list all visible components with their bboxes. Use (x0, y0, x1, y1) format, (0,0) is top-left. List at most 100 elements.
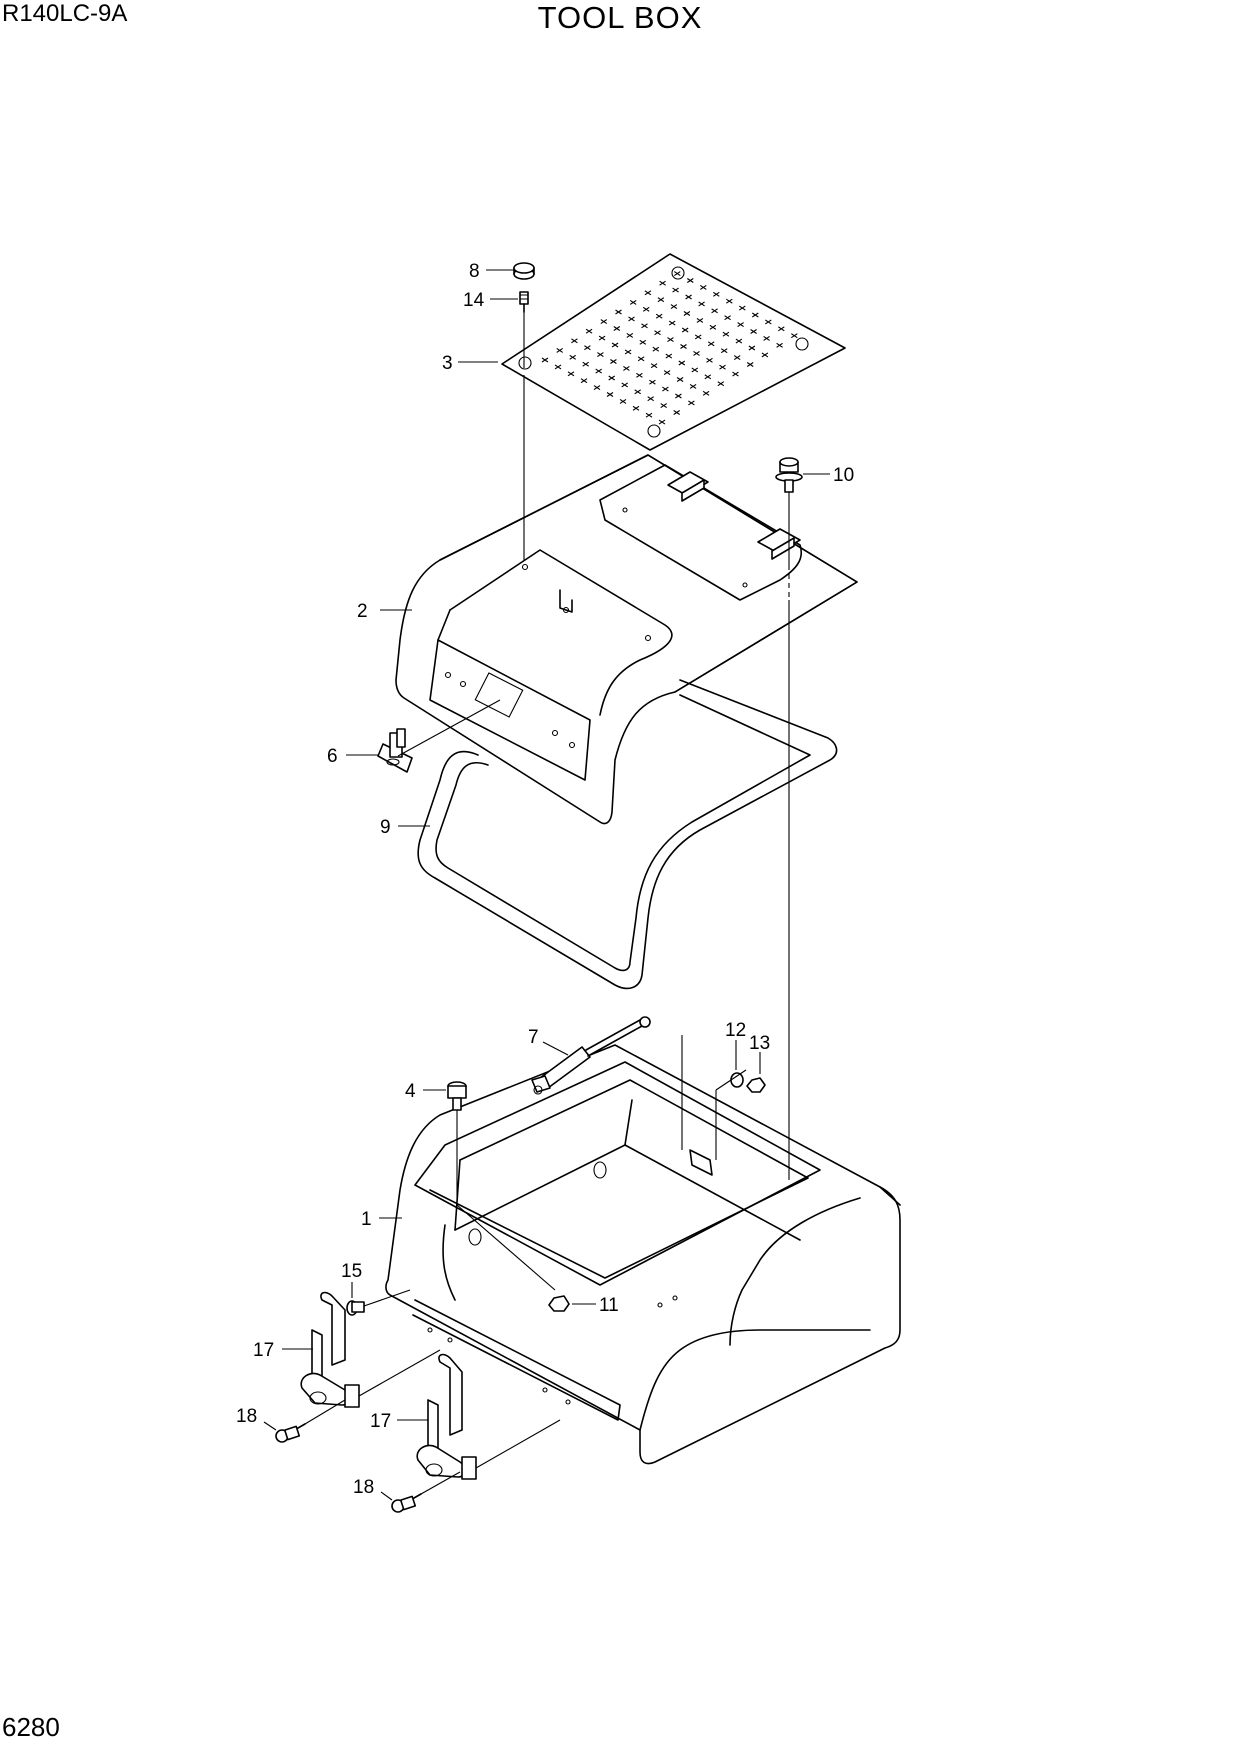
perforation-mark (675, 393, 682, 399)
perforation-mark (668, 320, 676, 326)
perforation-mark (658, 419, 666, 425)
callout-17-a: 17 (253, 1340, 274, 1361)
perforation-mark (665, 353, 673, 359)
perforation-mark (751, 312, 759, 318)
perforation-mark (686, 278, 694, 283)
rivet-part-15 (346, 1300, 365, 1316)
perforation-mark (673, 271, 681, 277)
perforation-mark (644, 290, 652, 296)
perforation-mark (615, 309, 622, 315)
perforation-mark (660, 403, 668, 409)
perforation-mark (624, 349, 632, 355)
perforation-mark (681, 327, 689, 333)
perforation-mark (657, 297, 665, 303)
bolt-part-4 (447, 1081, 467, 1111)
bolt-part-18-b (391, 1493, 422, 1513)
perforation-mark (725, 298, 733, 304)
perforation-mark (567, 371, 575, 377)
perforation-mark (777, 326, 785, 332)
perforation-mark (593, 385, 601, 391)
perforation-mark (764, 319, 772, 325)
callout-13: 13 (749, 1033, 770, 1054)
perforation-mark (724, 315, 731, 321)
perforation-mark (761, 352, 769, 358)
perforation-mark (580, 378, 588, 384)
perforation-mark (619, 398, 627, 404)
perforation-mark (649, 379, 656, 385)
perforation-mark (709, 324, 717, 330)
perforation-mark (694, 334, 702, 340)
perforation-mark (642, 306, 650, 312)
perforation-mark (613, 326, 621, 331)
perforation-mark (691, 367, 699, 373)
perforation-mark (582, 361, 590, 367)
perforation-mark (634, 389, 642, 395)
perforation-mark (699, 284, 707, 290)
cap-part-8 (513, 262, 535, 280)
perforation-mark (702, 390, 710, 396)
perforation-mark (732, 371, 739, 377)
gas-strut-part-7 (531, 1016, 651, 1095)
perforation-mark (689, 383, 697, 389)
perforation-mark (763, 335, 770, 341)
perforation-mark (673, 410, 681, 415)
perforation-mark (676, 377, 684, 382)
latch-hook-part-17-b (416, 1353, 477, 1480)
perforation-mark (748, 345, 756, 351)
perforation-mark (678, 360, 686, 366)
callout-2: 2 (357, 601, 368, 622)
callout-12: 12 (725, 1020, 746, 1041)
perforation-mark (683, 311, 691, 316)
callout-1: 1 (361, 1209, 372, 1230)
perforation-mark (698, 301, 705, 307)
perforation-mark (662, 386, 669, 392)
perforation-mark (632, 405, 640, 411)
callout-8: 8 (469, 261, 480, 282)
perforated-plate (501, 253, 846, 451)
callout-18-a: 18 (236, 1406, 257, 1427)
perforation-mark (647, 396, 655, 402)
perforation-mark (608, 375, 616, 381)
perforation-mark (595, 368, 603, 374)
perforation-mark (650, 363, 658, 369)
perforation-mark (790, 333, 798, 339)
perforation-mark (554, 364, 562, 370)
model-number: R140LC-9A (2, 0, 128, 27)
perforation-mark (722, 331, 730, 337)
perforation-mark (688, 400, 695, 406)
perforation-mark (663, 370, 671, 376)
page-number: 6280 (2, 1712, 60, 1742)
perforation-mark (667, 337, 674, 343)
callout-3: 3 (442, 353, 453, 374)
perforation-mark (584, 345, 591, 351)
perforation-mark (711, 308, 718, 314)
callout-7: 7 (528, 1027, 539, 1048)
perforation-mark (606, 392, 614, 397)
perforation-mark (641, 323, 648, 329)
perforation-mark (706, 357, 713, 363)
perforation-mark (707, 341, 715, 347)
callout-6: 6 (327, 746, 338, 767)
callout-14: 14 (463, 290, 485, 311)
perforation-mark (611, 342, 619, 348)
perforation-mark (610, 359, 617, 364)
perforation-mark (585, 328, 593, 334)
perforation-mark (629, 299, 637, 305)
perforation-mark (654, 330, 661, 336)
nut-part-13 (746, 1077, 766, 1093)
perforation-mark (735, 338, 743, 344)
perforation-mark (541, 357, 549, 363)
callout-15: 15 (341, 1261, 362, 1282)
hinge-upper (667, 471, 709, 502)
nut-part-11 (548, 1295, 570, 1312)
perforation-mark (680, 344, 687, 349)
perforation-mark (693, 350, 700, 356)
perforation-mark (737, 322, 744, 328)
callout-17-b: 17 (370, 1411, 391, 1432)
perforation-mark (750, 329, 757, 334)
perforation-mark (597, 352, 604, 358)
perforation-mark (719, 364, 726, 370)
bolt-part-18-a (275, 1423, 306, 1443)
bolt-part-10 (775, 457, 803, 493)
